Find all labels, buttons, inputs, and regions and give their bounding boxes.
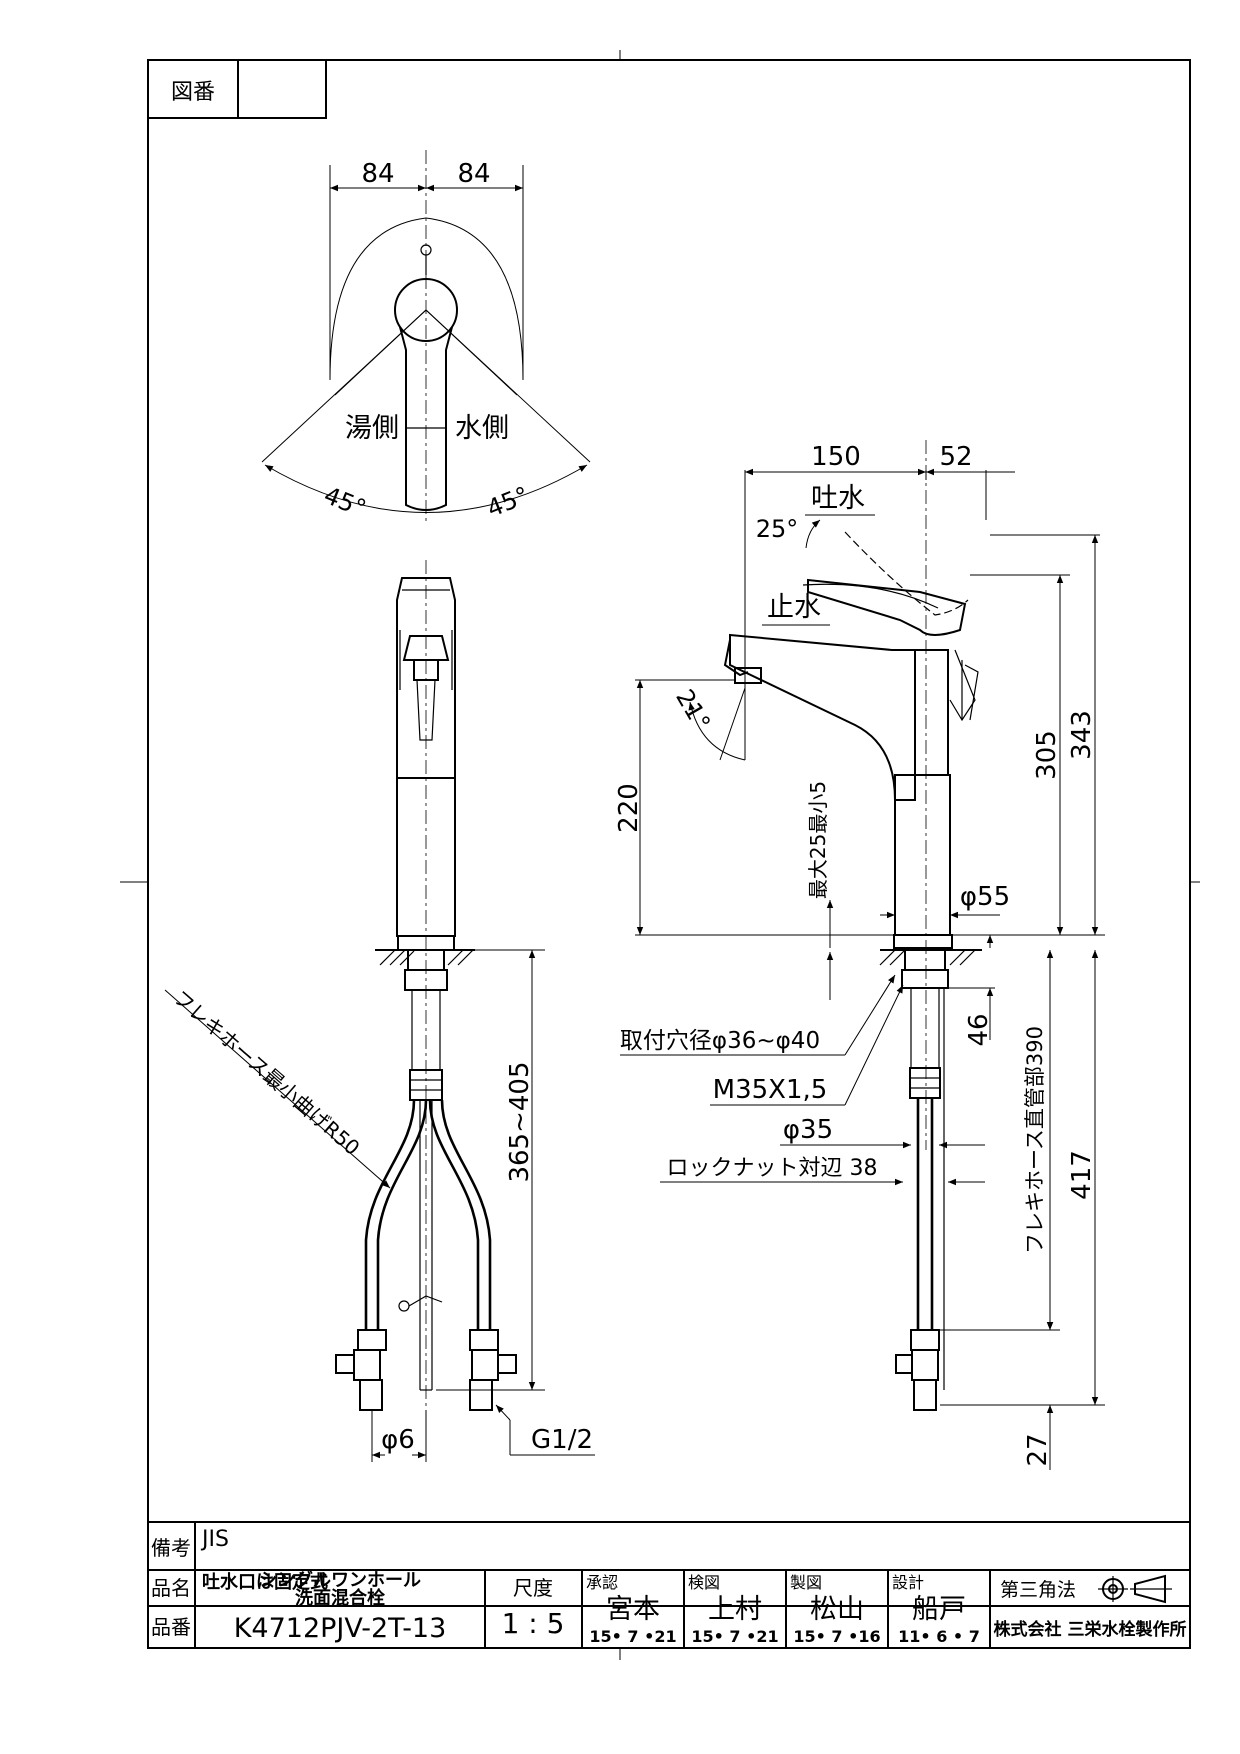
projection-label: 第三角法	[1000, 1579, 1076, 1601]
third-angle-projection-icon	[1098, 1574, 1172, 1604]
checked-name: 上村	[708, 1594, 762, 1625]
label-hot-side: 湯側	[345, 413, 399, 444]
dia-55: φ55	[960, 882, 1010, 912]
hose-straight: フレキホース直管部390	[1023, 1026, 1047, 1254]
design-date: 11• 6 • 7	[898, 1627, 980, 1646]
remarks-label: 備考	[151, 1536, 191, 1560]
drawing-number-label: 図番	[171, 80, 215, 105]
top-dim-left: 84	[361, 159, 394, 189]
label-hose-bend: フレキホース最小曲げR50	[169, 985, 365, 1159]
design-label: 設計	[892, 1573, 924, 1592]
dim-305: 305	[1032, 730, 1062, 780]
checked-date: 15• 7 •21	[691, 1627, 778, 1646]
product-name-line-2: 洗面混合栓	[295, 1587, 385, 1609]
counter-hatch-side	[879, 949, 976, 966]
drawn-name: 松山	[810, 1594, 864, 1625]
drawing-number-box: 図番	[147, 59, 327, 119]
angle-21: 21°	[670, 685, 716, 736]
remarks-line-2: 吐水口は固定式	[202, 1571, 328, 1593]
side-view: 150 52 吐水 25° 止水 21° 220 最大25最小5	[614, 440, 1105, 1470]
top-dim-right: 84	[457, 159, 490, 189]
counter-hatch-right	[447, 949, 474, 966]
dim-52: 52	[939, 442, 972, 472]
product-number-label: 品番	[151, 1615, 191, 1639]
counter-thickness: 最大25最小5	[806, 781, 830, 899]
approved-label: 承認	[586, 1573, 618, 1592]
angle-25: 25°	[756, 515, 799, 543]
dim-150: 150	[811, 442, 861, 472]
approved-name: 宮本	[606, 1594, 660, 1625]
product-name-line-1: シングルワンホール	[259, 1569, 421, 1591]
locknut: ロックナット対辺 38	[667, 1156, 878, 1181]
thread-size: G1/2	[531, 1425, 593, 1455]
product-number: K4712PJV-2T-13	[234, 1613, 447, 1644]
approved-date: 15• 7 •21	[589, 1627, 676, 1646]
dim-27: 27	[1023, 1433, 1053, 1466]
dia-hose: φ6	[381, 1425, 415, 1455]
dim-front-height: 365~405	[505, 1061, 535, 1182]
scale-value: 1 : 5	[502, 1607, 565, 1640]
dim-46: 46	[964, 1013, 994, 1046]
drawn-label: 製図	[790, 1573, 822, 1592]
drawn-date: 15• 7 •16	[793, 1627, 880, 1646]
label-spout-open: 吐水	[811, 483, 865, 514]
angle-right: 45°	[483, 481, 533, 523]
mount-hole: 取付穴径φ36~φ40	[620, 1028, 820, 1054]
sheet-frame	[120, 50, 1200, 1660]
dim-417: 417	[1067, 1150, 1097, 1200]
label-spout-stop: 止水	[767, 592, 821, 623]
company-name: 株式会社 三栄水栓製作所	[994, 1619, 1187, 1640]
label-cold-side: 水側	[455, 413, 509, 444]
dia-35: φ35	[783, 1115, 833, 1145]
remarks-line-1: JIS	[200, 1527, 229, 1552]
dim-343: 343	[1067, 710, 1097, 760]
top-view: 84 84 湯側 水側 45° 45°	[261, 150, 591, 525]
product-name-label: 品名	[151, 1576, 191, 1600]
title-block-main: 品名 シングルワンホール 洗面混合栓 品番 K4712PJV-2T-13 尺度 …	[151, 1569, 1190, 1648]
angle-left: 45°	[320, 481, 370, 523]
front-view: 365~405 フレキホース最小曲げR50 φ6 G1/2	[164, 560, 595, 1462]
design-name: 船戸	[912, 1594, 966, 1625]
checked-label: 検図	[688, 1573, 720, 1592]
scale-label: 尺度	[513, 1576, 553, 1600]
dim-220: 220	[614, 783, 644, 833]
thread-m35: M35X1,5	[713, 1075, 828, 1105]
